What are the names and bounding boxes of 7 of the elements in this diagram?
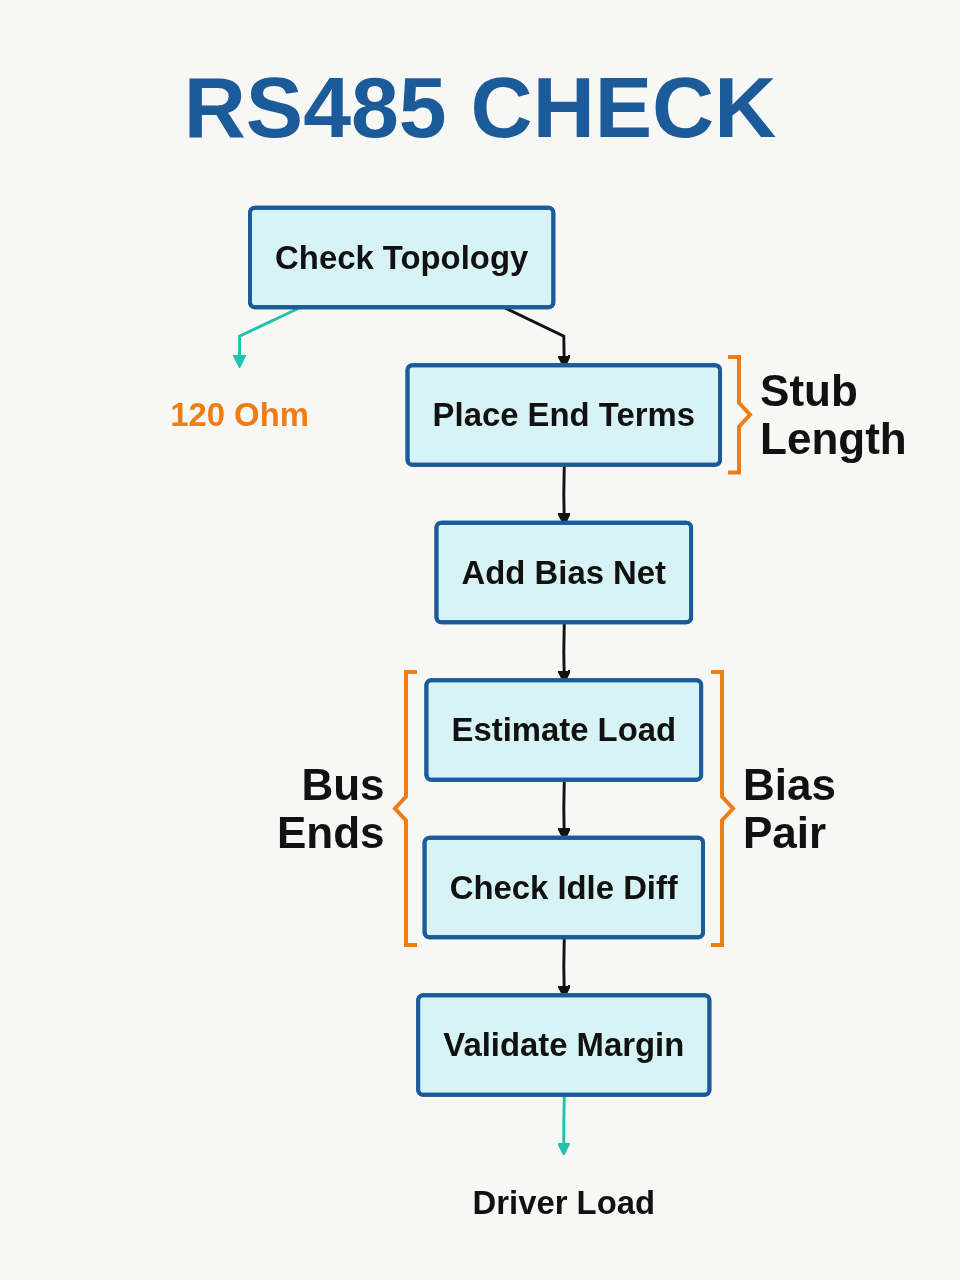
bracket-label: Bias Pair — [743, 760, 836, 858]
node-text: 120 Ohm — [170, 396, 309, 433]
bracket-label: Stub Length — [760, 366, 907, 464]
bracket-label: Bus Ends — [277, 760, 385, 858]
node-text: Driver Load — [472, 1183, 656, 1221]
arrow — [556, 1095, 571, 1156]
diagram-title: RS485 CHECK — [182, 60, 778, 155]
